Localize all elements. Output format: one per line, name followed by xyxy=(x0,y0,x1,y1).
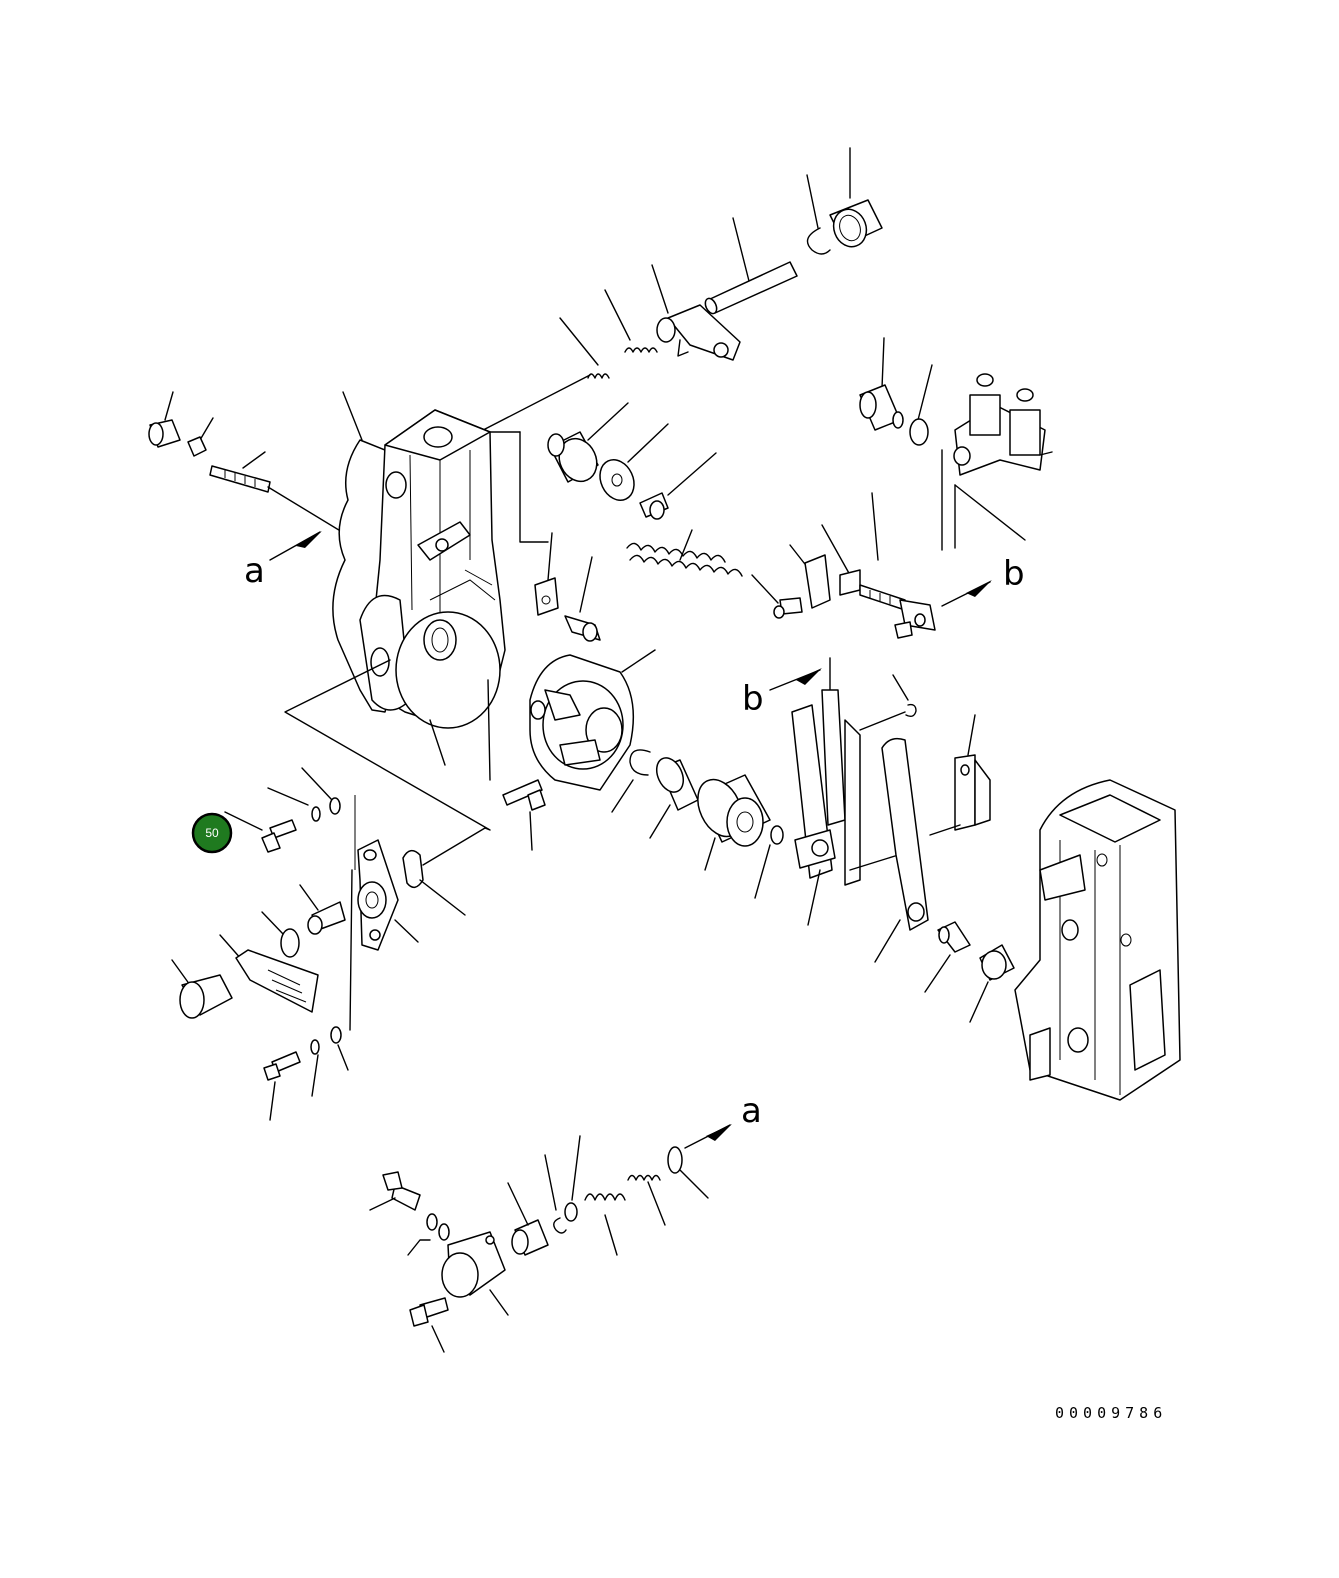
main-housing xyxy=(269,391,506,766)
upper-left-parts xyxy=(148,391,381,556)
drawing-number: 00009786 xyxy=(1055,1404,1167,1422)
callout-marker-50[interactable]: 50 xyxy=(191,812,233,854)
lever-assembly xyxy=(769,657,1015,1023)
housing-bolt xyxy=(487,679,546,851)
upper-shaft-assembly xyxy=(389,147,883,479)
right-upper-parts xyxy=(859,337,1053,551)
right-housing xyxy=(1014,779,1181,1101)
reference-label-b-right: b xyxy=(1003,554,1025,594)
reference-label-b-left: b xyxy=(742,679,764,719)
cover-parts xyxy=(171,659,491,1121)
reference-label-a-lower: a xyxy=(741,1091,762,1131)
callout-marker-circle[interactable] xyxy=(191,812,233,854)
governor-weight xyxy=(529,649,784,899)
reference-label-a-upper: a xyxy=(244,551,265,591)
link-assembly xyxy=(751,492,992,639)
center-parts xyxy=(489,402,743,642)
bottom-assembly xyxy=(369,1124,732,1353)
callout-marker-number[interactable]: 50 xyxy=(205,826,219,840)
